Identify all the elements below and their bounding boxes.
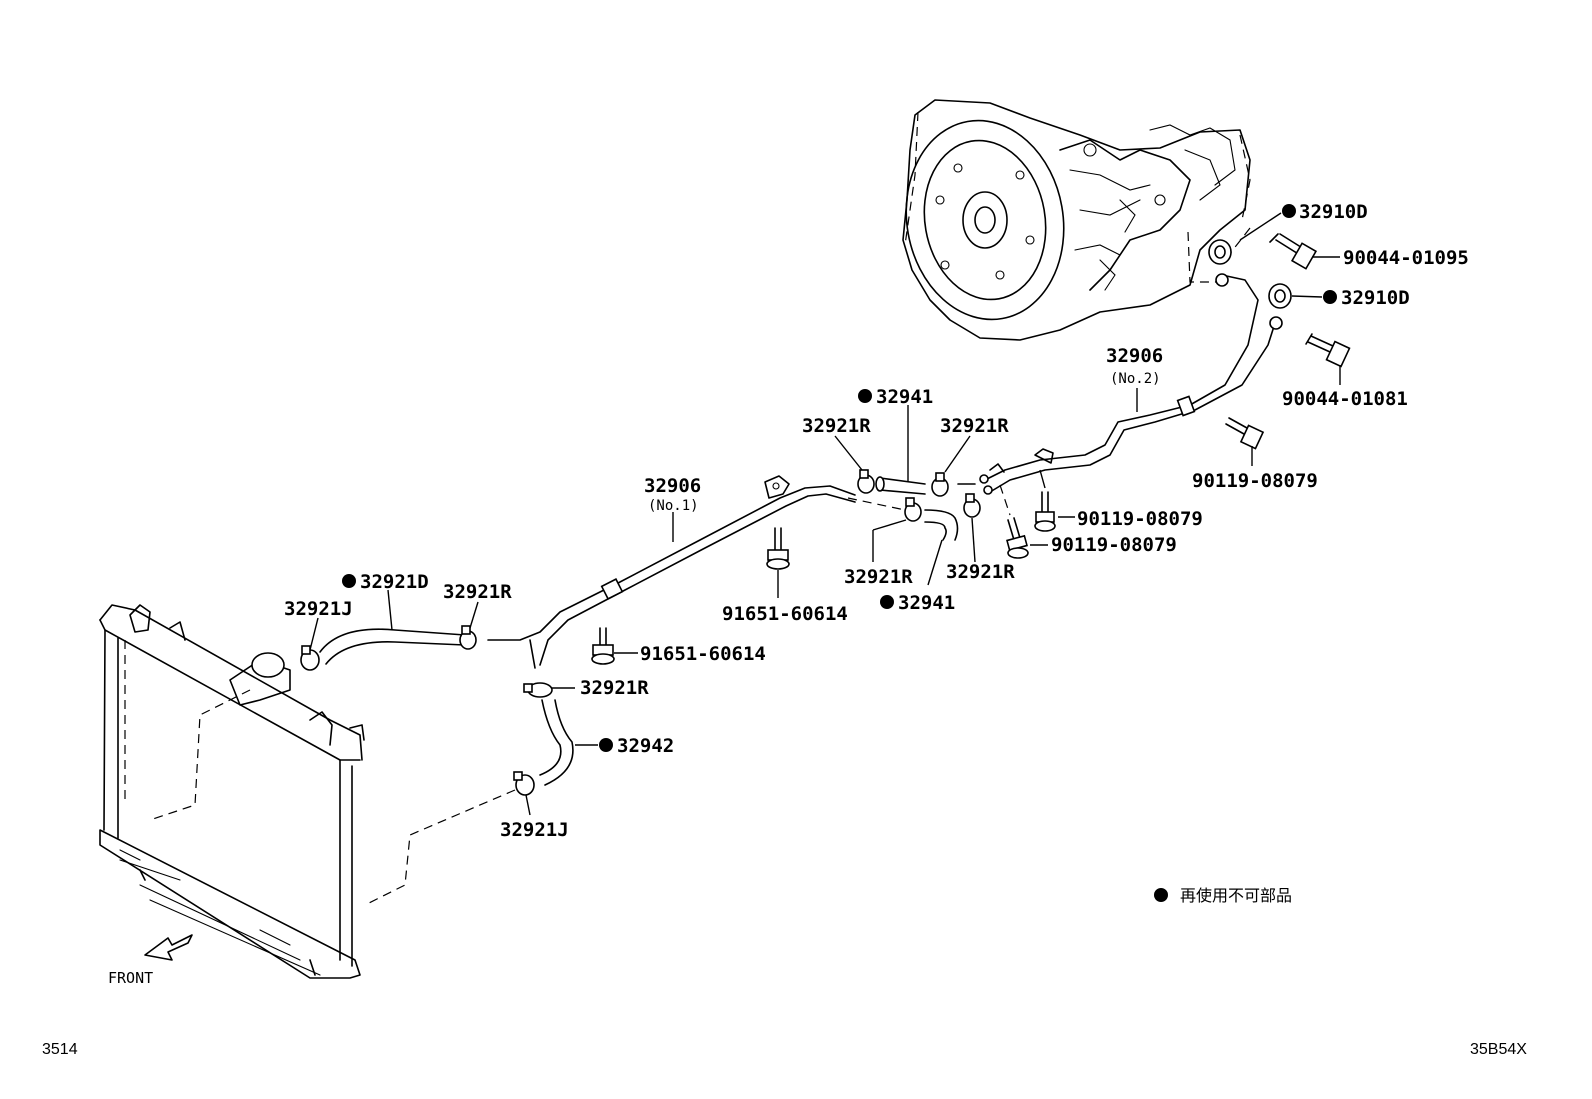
- label-32921r-c: 32921R: [844, 566, 913, 588]
- bolt-90119-08079-mid: [1034, 491, 1056, 532]
- svg-text:32942: 32942: [617, 735, 674, 757]
- label-32906-no2-sub: (No.2): [1110, 371, 1161, 387]
- bolt-90119-08079-lower: [1006, 517, 1029, 559]
- oil-line-no1: [487, 475, 856, 669]
- label-90119-08079-c: 90119-08079: [1051, 534, 1177, 556]
- label-32921r-a: 32921R: [802, 415, 871, 437]
- front-arrow-icon: [144, 934, 193, 961]
- label-32942: 32942: [599, 735, 674, 757]
- svg-text:32921D: 32921D: [360, 571, 429, 593]
- label-32941-lower: 32941: [880, 592, 955, 614]
- gasket-32910d-upper: [1208, 239, 1232, 265]
- svg-text:32941: 32941: [898, 592, 955, 614]
- label-32906-no1: 32906: [644, 475, 701, 497]
- label-32906-no2: 32906: [1106, 345, 1163, 367]
- svg-text:再使用不可部品: 再使用不可部品: [1180, 887, 1292, 905]
- transmission-illustration: [902, 99, 1251, 341]
- bolt-91651-60614-lower: [591, 627, 615, 665]
- svg-text:32910D: 32910D: [1299, 201, 1368, 223]
- clamp-32921r-ll: [904, 497, 922, 522]
- footer-left-code: 3514: [42, 1041, 78, 1058]
- clamp-32921r-ur: [931, 472, 949, 497]
- clamp-32921r-upper: [459, 625, 477, 650]
- clamp-32921r-lr: [963, 493, 981, 518]
- footer-right-code: 35B54X: [1470, 1041, 1527, 1058]
- svg-text:32941: 32941: [876, 386, 933, 408]
- label-32921j-upper: 32921J: [284, 598, 353, 620]
- label-32921r-b: 32921R: [940, 415, 1009, 437]
- label-90044-01081: 90044-01081: [1282, 388, 1408, 410]
- label-32921j-lower: 32921J: [500, 819, 569, 841]
- label-90119-08079-a: 90119-08079: [1192, 470, 1318, 492]
- label-32906-no1-sub: (No.1): [648, 498, 699, 514]
- hose-32942: [539, 699, 574, 786]
- gasket-32910d-lower: [1268, 283, 1292, 309]
- label-32910d-lower: 32910D: [1323, 287, 1410, 309]
- label-91651-60614-b: 91651-60614: [640, 643, 766, 665]
- front-label: FRONT: [108, 969, 153, 987]
- bolt-90119-08079-upper: [1225, 417, 1265, 450]
- svg-text:32910D: 32910D: [1341, 287, 1410, 309]
- label-90119-08079-b: 90119-08079: [1077, 508, 1203, 530]
- label-32921r-f: 32921R: [580, 677, 649, 699]
- hose-32941-upper: [875, 476, 926, 495]
- label-32921r-d: 32921R: [946, 561, 1015, 583]
- hose-32921d: [319, 628, 466, 665]
- union-bolt-90044-01095: [1269, 233, 1318, 270]
- hose-32941-lower: [924, 509, 959, 541]
- clamp-32921r-lower: [523, 682, 553, 698]
- radiator-illustration: [99, 604, 365, 979]
- bolt-91651-60614-upper: [766, 527, 790, 570]
- label-32941-upper: 32941: [858, 386, 933, 408]
- label-32921r-e: 32921R: [443, 581, 512, 603]
- oil-line-no2: [979, 273, 1283, 495]
- legend-non-reusable: 再使用不可部品: [1154, 887, 1292, 905]
- bullet-icon: [1154, 888, 1168, 902]
- union-bolt-90044-01081: [1305, 333, 1351, 368]
- label-91651-60614-a: 91651-60614: [722, 603, 848, 625]
- label-90044-01095: 90044-01095: [1343, 247, 1469, 269]
- clamp-32921j-lower: [513, 771, 535, 796]
- label-32910d-upper: 32910D: [1282, 201, 1368, 223]
- clamp-32921r-ul: [857, 469, 875, 494]
- label-32921d: 32921D: [342, 571, 429, 593]
